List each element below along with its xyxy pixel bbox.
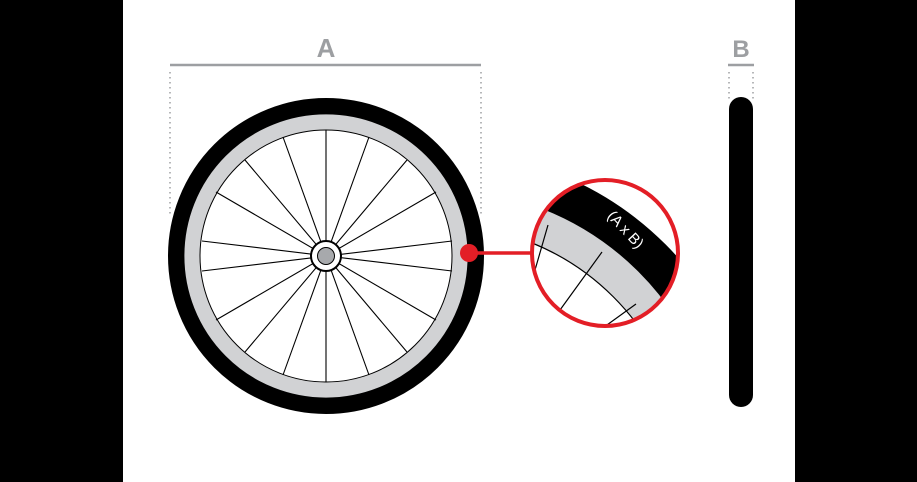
magnifier-circle [530, 178, 680, 328]
rim [184, 114, 468, 398]
callout: (A x B) [460, 178, 680, 328]
wheel [168, 98, 484, 414]
hub-axle [317, 247, 335, 265]
callout-marker [460, 244, 478, 262]
tire-side-profile [729, 97, 753, 407]
label-b: B [732, 36, 749, 63]
label-a: A [317, 33, 336, 63]
dimension-a: A [169, 33, 482, 215]
dimension-b: B [728, 36, 754, 407]
